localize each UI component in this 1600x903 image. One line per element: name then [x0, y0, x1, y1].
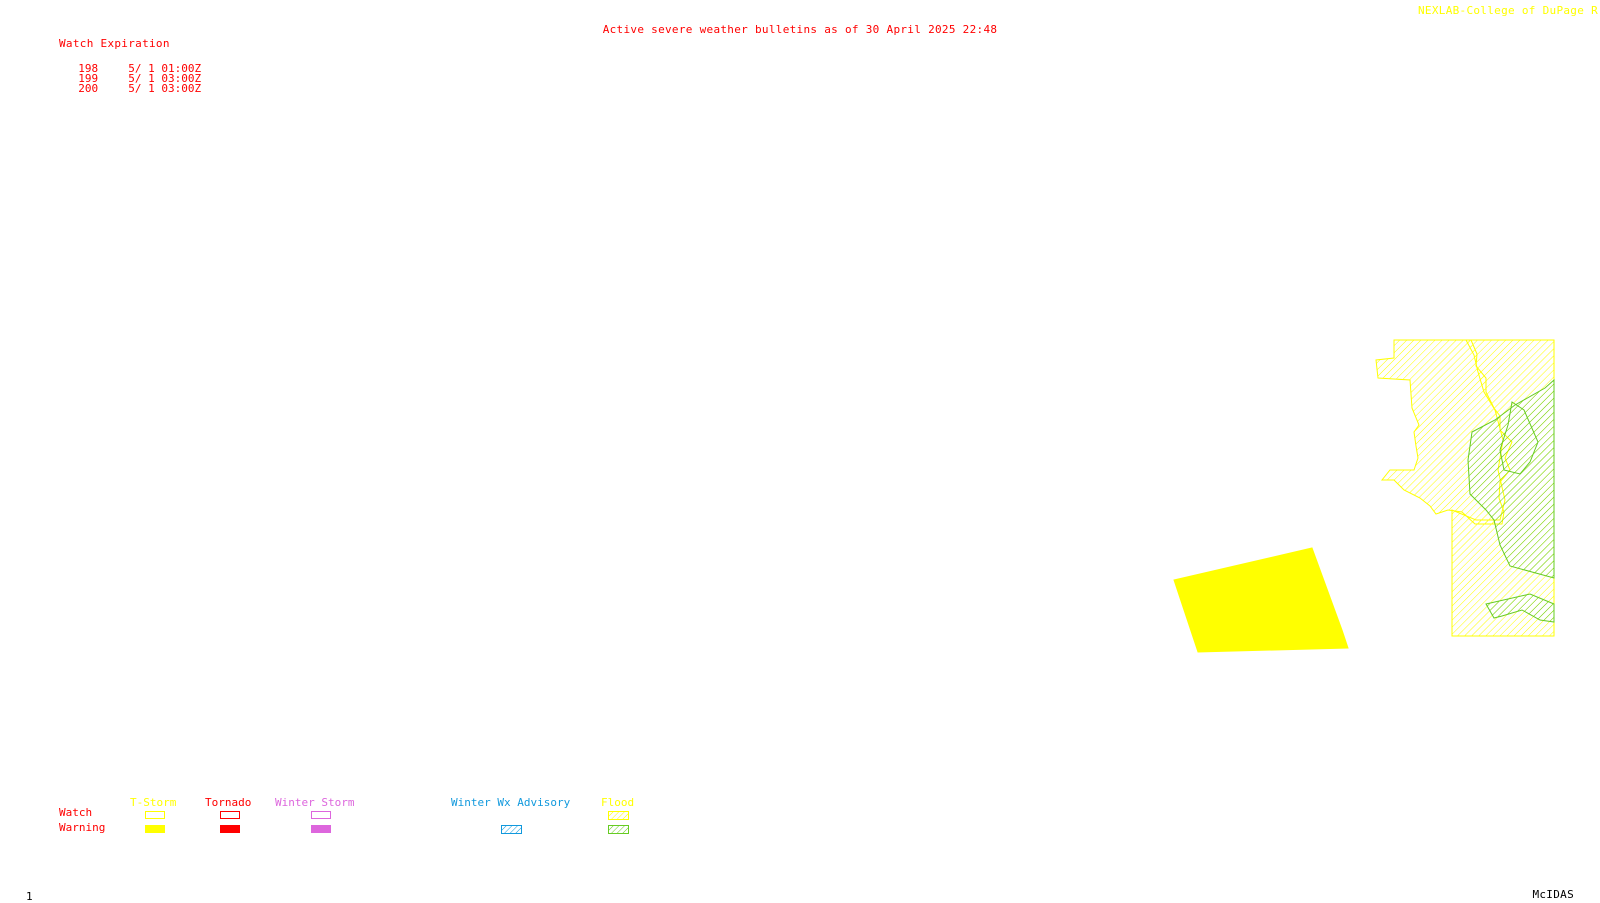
flood-warning-area: [1485, 593, 1555, 623]
legend-flood-label: Flood: [601, 796, 635, 809]
legend-warning-row-label: Warning: [59, 821, 106, 834]
watch-row: 198 5/ 1 01:00Z: [65, 54, 201, 74]
legend-winter-advisory-label: Winter Wx Advisory: [451, 796, 571, 809]
legend-watch-row-label: Watch: [59, 806, 93, 819]
watch-expiration-header: Watch Expiration: [59, 37, 170, 50]
watch-expires: 5/ 1 03:00Z: [128, 82, 202, 95]
legend-tornado-label: Tornado: [205, 796, 252, 809]
watch-id: 200: [78, 82, 99, 95]
swatch-tstorm-watch: [145, 811, 165, 819]
watch-expires: 5/ 1 03:00Z: [128, 72, 202, 85]
tstorm-warning-area: [1173, 547, 1349, 653]
swatch-winter-storm-watch: [311, 811, 331, 819]
credit-label: NEXLAB-College of DuPage R: [1418, 4, 1598, 17]
page-title: Active severe weather bulletins as of 30…: [602, 23, 998, 36]
watch-id: 198: [78, 62, 99, 75]
watch-expires: 5/ 1 01:00Z: [128, 62, 202, 75]
swatch-winter-advisory: [501, 825, 522, 834]
software-label: McIDAS: [1532, 888, 1574, 901]
swatch-tornado-watch: [220, 811, 240, 819]
legend-winter-storm-label: Winter Storm: [275, 796, 355, 809]
frame-number: 1: [26, 890, 33, 903]
watch-row: 200 5/ 1 03:00Z: [65, 74, 201, 94]
watch-id: 199: [78, 72, 99, 85]
swatch-flood-watch: [608, 811, 629, 820]
flood-warning-area: [1499, 401, 1539, 475]
swatch-tstorm-warning: [145, 825, 165, 833]
watch-row: 199 5/ 1 03:00Z: [65, 64, 201, 84]
swatch-tornado-warning: [220, 825, 240, 833]
legend-tstorm-label: T-Storm: [130, 796, 177, 809]
swatch-flood-warning: [608, 825, 629, 834]
swatch-winter-storm-warning: [311, 825, 331, 833]
